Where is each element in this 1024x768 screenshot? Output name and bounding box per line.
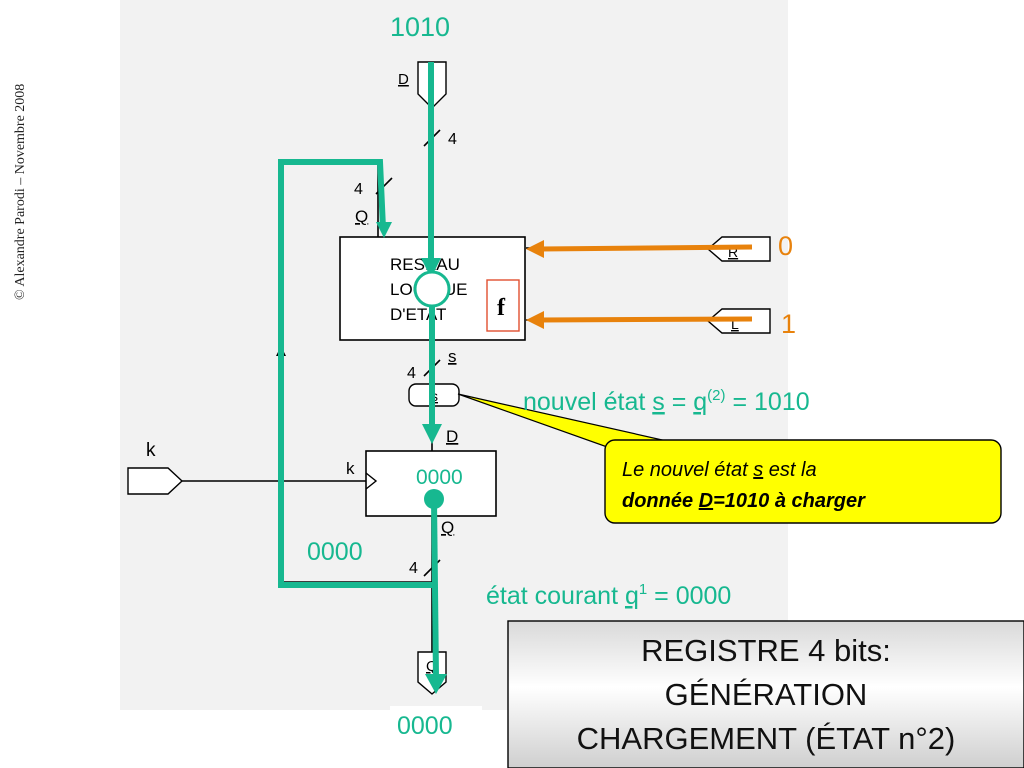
value-L: 1	[781, 309, 796, 339]
slide-background	[120, 0, 788, 710]
input-D-label: D	[398, 71, 409, 88]
value-R: 0	[778, 231, 793, 261]
s-width: 4	[407, 365, 416, 382]
register-clock-mark	[365, 472, 378, 490]
output-Q-label: Q	[426, 658, 438, 675]
orange-arrows	[526, 240, 753, 329]
copyright-text: © Alexandre Parodi – Novembre 2008	[13, 84, 28, 300]
callout-line-1: Le nouvel état s est la	[622, 459, 817, 481]
title-box	[507, 620, 1024, 768]
callout-line-2: donnée D=1010 à charger	[622, 490, 866, 512]
register-k-label: k	[346, 459, 355, 478]
title-line-2: GÉNÉRATION	[665, 677, 868, 712]
register-D-label: D	[446, 427, 458, 446]
s-label: s	[448, 347, 457, 366]
new-state-text: nouvel état s = q(2) = 1010	[523, 387, 810, 416]
input-L-label: L	[731, 316, 739, 332]
bottom-value: 0000	[397, 712, 453, 740]
clock-input-label: k	[146, 440, 156, 461]
register-value: 0000	[416, 466, 463, 489]
callout-box	[604, 439, 1002, 524]
input-R-label: R	[728, 244, 738, 260]
current-state-text: état courant q1 = 0000	[486, 581, 731, 610]
left-value: 0000	[307, 538, 363, 566]
f-label: f	[497, 295, 506, 321]
teal-signal-paths	[278, 62, 447, 694]
title-line-1: REGISTRE 4 bits:	[641, 633, 891, 668]
bottom-value-bg	[390, 706, 482, 746]
bus-width-top: 4	[448, 131, 457, 148]
f-box	[486, 279, 520, 332]
register-Q-label: Q	[441, 518, 454, 537]
top-value: 1010	[390, 12, 450, 42]
logic-node-circle	[413, 270, 451, 308]
out-width: 4	[409, 560, 418, 577]
title-line-3: CHARGEMENT (ÉTAT n°2)	[577, 721, 956, 756]
feedback-Q-label: Q	[355, 207, 368, 226]
clock-input-connector: k	[127, 440, 184, 495]
feedback-width: 4	[354, 181, 363, 198]
block-line-3: D'ETAT	[390, 305, 446, 324]
